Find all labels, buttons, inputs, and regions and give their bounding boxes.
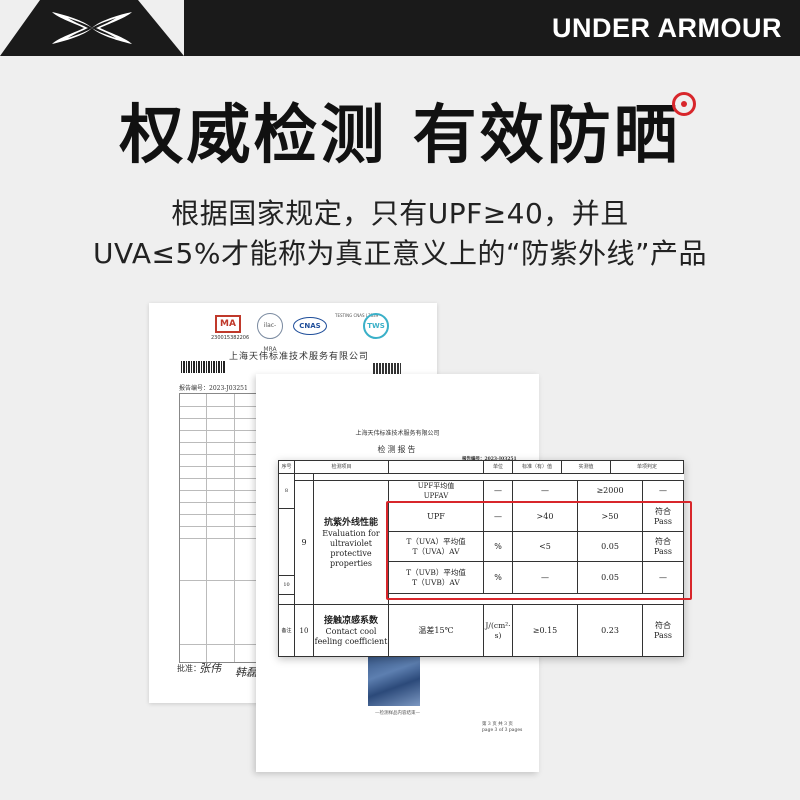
uv-group-name-en: Evaluation for ultraviolet protective pr… <box>322 528 380 568</box>
upf-item: UPF <box>388 501 484 532</box>
under-armour-logo-icon <box>52 12 132 44</box>
header-measured: 实测值 <box>561 460 611 474</box>
page-number-en: page 3 of 3 pages <box>482 728 523 733</box>
cool-value: 0.23 <box>577 604 643 657</box>
upf-avg-item: UPF平均值 UPFAV <box>388 480 484 502</box>
headline: 权威检测 有效防晒 <box>119 99 681 173</box>
uva-judgement: 符合 Pass <box>642 531 684 562</box>
header-notch-left <box>0 0 40 56</box>
cool-item: 温差15℃ <box>388 604 484 657</box>
approval-label: 批准： <box>177 664 201 673</box>
page-number-cn: 第 3 页 共 3 页 <box>482 722 513 727</box>
header-no: 序号 <box>278 460 295 474</box>
header-standard: 标准（有）值 <box>512 460 562 474</box>
header-item: 检测项目 <box>294 460 389 474</box>
row-10-no-left: 10 <box>278 575 295 595</box>
fabric-sample-photo <box>368 656 420 706</box>
uv-group-name: 抗紫外线性能 Evaluation for ultraviolet protec… <box>313 480 389 605</box>
header-notch-right <box>138 0 184 56</box>
header-judgement: 单项判定 <box>610 460 684 474</box>
qr-code-icon <box>373 363 401 377</box>
subtitle-line-2: UVA≤5%才能称为真正意义上的“防紫外线”产品 <box>93 237 707 270</box>
back-company-name: 上海天伟标准技术服务有限公司 <box>229 352 370 362</box>
uvb-value: 0.05 <box>577 561 643 594</box>
cool-standard: ≥0.15 <box>512 604 578 657</box>
uv-results-highlight-box <box>386 501 692 600</box>
uva-value: 0.05 <box>577 531 643 562</box>
uvb-standard: — <box>512 561 578 594</box>
cma-number: 230015382206 <box>211 335 250 341</box>
sample-photo-caption: —检测样品内容结束— <box>375 711 420 716</box>
subtitle-line-1: 根据国家规定，只有UPF≥40，并且 <box>171 197 629 230</box>
cool-no: 10 <box>294 604 314 657</box>
cool-name-en: Contact cool feeling coefficient <box>314 626 388 646</box>
page-number: 第 3 页 共 3 页 page 3 of 3 pages <box>482 722 522 734</box>
upf-avg-standard: — <box>512 480 578 502</box>
signature-1: 张伟 <box>199 662 221 675</box>
uva-item: T（UVA）平均值 T（UVA）AV <box>388 531 484 562</box>
brand-header-bar: UNDER ARMOUR <box>0 0 800 56</box>
row-8-no: 8 <box>278 473 295 509</box>
cool-name: 接触凉感系数 Contact cool feeling coefficient <box>313 604 389 657</box>
front-report-number: 报告编号：2023-J03251 <box>462 456 517 462</box>
cma-logo-icon: MA <box>215 315 241 333</box>
barcode-icon <box>181 361 225 373</box>
upf-avg-value: ≥2000 <box>577 480 643 502</box>
cool-judgement: 符合 Pass <box>642 604 684 657</box>
cool-unit: J/(cm²·s) <box>483 604 513 657</box>
uv-test-results-table: 序号 检测项目 单位 标准（有）值 实测值 单项判定 8 9 抗紫外线性能 Ev… <box>278 460 684 657</box>
header-item-blank <box>388 460 484 474</box>
upf-judgement: 符合 Pass <box>642 501 684 532</box>
uva-standard: <5 <box>512 531 578 562</box>
cool-name-cn: 接触凉感系数 <box>323 615 378 626</box>
front-company-name: 上海天伟标准技术服务有限公司 <box>355 430 440 437</box>
cnas-logo-icon: CNAS <box>293 317 327 335</box>
header-unit: 单位 <box>483 460 513 474</box>
registered-mark-icon <box>672 92 696 116</box>
remark-label: 备注 <box>278 604 295 657</box>
ilac-mra-logo-icon: ilac-MRA <box>257 313 283 353</box>
row-9-no: 9 <box>294 480 314 605</box>
uv-group-name-cn: 抗紫外线性能 <box>323 517 378 528</box>
certification-logos: MA 230015382206 ilac-MRA CNAS TESTING CN… <box>211 311 391 353</box>
brand-name: UNDER ARMOUR <box>552 13 782 43</box>
uva-unit: % <box>483 531 513 562</box>
signature-2: 韩磊 <box>235 666 257 679</box>
tws-logo-icon: TWS <box>363 313 389 339</box>
upf-avg-unit: — <box>483 480 513 502</box>
upf-avg-judgement: — <box>642 480 684 502</box>
testing-label: TESTING CNAS L7539 <box>335 313 379 318</box>
back-report-number: 报告编号：2023-J03251 <box>179 385 248 392</box>
front-report-title: 检测报告 <box>377 445 418 454</box>
